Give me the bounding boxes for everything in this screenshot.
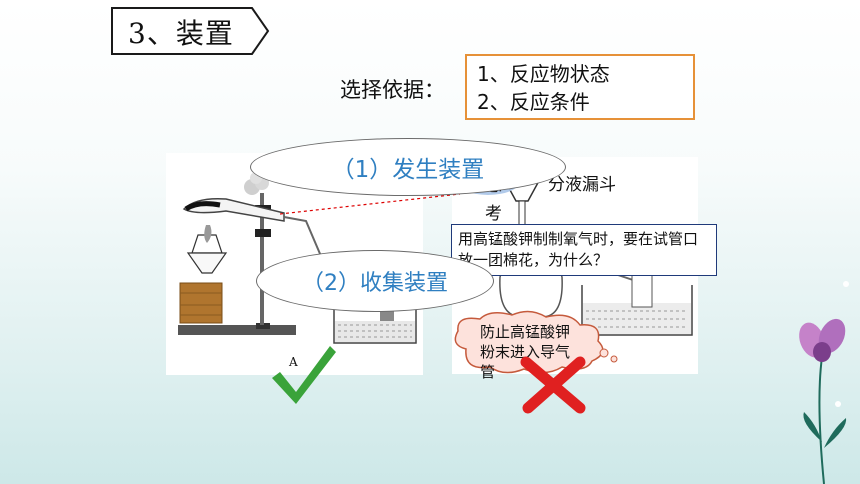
answer-text: 防止高锰酸钾粉末进入导气管 — [480, 323, 571, 381]
answer-cloud — [454, 310, 618, 374]
cross-icon — [520, 356, 586, 414]
apparatus-letter: A — [289, 355, 298, 369]
flower-decoration-icon — [799, 281, 849, 484]
funnel-label: 分液漏斗 — [548, 175, 616, 195]
section-title: 3、装置 — [110, 6, 270, 56]
collection-apparatus-label: （2）收集装置 — [256, 250, 494, 312]
basis-box: 1、反应物状态 2、反应条件 — [465, 54, 695, 120]
basis-item-1: 1、反应物状态 — [477, 62, 610, 86]
collection-apparatus-text: （2）收集装置 — [302, 271, 448, 296]
generation-apparatus-text: （1）发生装置 — [331, 157, 485, 183]
generation-apparatus-label: （1）发生装置 — [250, 138, 566, 196]
basis-label: 选择依据： — [340, 78, 445, 102]
question-box: 用高锰酸钾制制氧气时，要在试管口放一团棉花，为什么？ — [451, 224, 717, 276]
check-icon — [272, 346, 336, 404]
dashed-connector — [280, 193, 461, 215]
basis-item-2: 2、反应条件 — [477, 90, 590, 114]
section-title-text: 3、装置 — [128, 17, 234, 50]
question-text: 用高锰酸钾制制氧气时，要在试管口放一团棉花，为什么？ — [458, 230, 699, 269]
